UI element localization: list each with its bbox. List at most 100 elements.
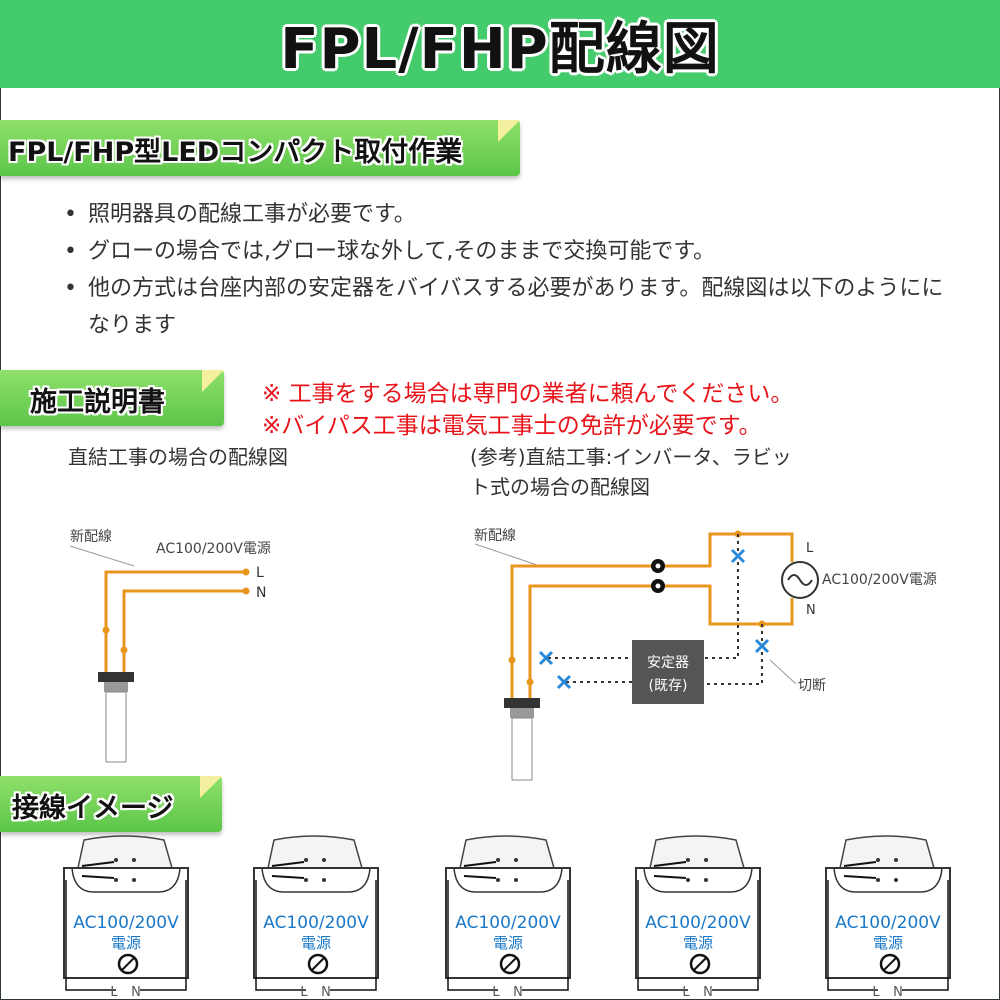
fixture-label-l: L [300, 985, 308, 1000]
cut-mark-icon [730, 548, 746, 564]
label-power: AC100/200V電源 [822, 572, 937, 588]
junction-dot [120, 646, 128, 654]
ballast-label: 安定器 [647, 655, 689, 671]
internal-wire [271, 861, 305, 879]
section-tag-manual: 施工説明書 [0, 370, 224, 426]
socket-housing [839, 835, 935, 869]
tag-curl [202, 370, 224, 392]
tag-curl [498, 120, 520, 142]
wire-to-source-n [658, 584, 794, 626]
warning-text: ※ 工事をする場合は専門の業者に頼んでください。 [262, 381, 794, 407]
connector-center [655, 583, 661, 589]
socket-pin [686, 858, 690, 862]
socket-pin [704, 858, 708, 862]
lamp-tube [511, 717, 533, 781]
socket-pin [496, 858, 500, 862]
fixture-power-label: AC100/200V [263, 913, 369, 933]
internal-wire [653, 861, 687, 879]
fixture-label-l: L [492, 985, 500, 1000]
old-wire-dotted [700, 534, 739, 659]
tag-curl [200, 776, 222, 798]
lamp-tube [105, 691, 127, 763]
socket-pin [894, 878, 898, 882]
fixture-power-label: AC100/200V [455, 913, 561, 933]
cut-mark-icon [754, 638, 770, 654]
label-l: L [256, 565, 264, 581]
socket-pin [304, 878, 308, 882]
diagram-inverter: 新配線 L N AC100/200V電源 安定器 (既存) [474, 528, 937, 781]
lamp-base [98, 672, 134, 682]
terminal-slot [121, 957, 135, 971]
label-new-wire: 新配線 [474, 528, 516, 544]
fixture-label-n: N [893, 985, 903, 1000]
terminal-slot [311, 957, 325, 971]
sine-wave-icon [787, 574, 813, 586]
supply-wire [637, 880, 759, 991]
fixture-power-label: 電源 [873, 934, 903, 952]
label-cut: 切断 [798, 678, 826, 694]
socket-housing [459, 835, 555, 869]
fixture-power-label: AC100/200V [835, 913, 941, 933]
socket-outline [643, 867, 753, 893]
fixture-label-n: N [513, 985, 523, 1000]
caption-inverter-line1: (参考)直結工事:インバータ、ラビッ [470, 445, 792, 469]
socket-pin [132, 878, 136, 882]
fixture-label-l: L [872, 985, 880, 1000]
fixture-power-label: AC100/200V [645, 913, 751, 933]
socket-pin [876, 858, 880, 862]
socket-pin [514, 878, 518, 882]
cut-marks [538, 548, 770, 690]
fixture-power-label: 電源 [111, 934, 141, 952]
junction-dot [102, 626, 110, 634]
terminal-slot [503, 957, 517, 971]
internal-wire [463, 861, 497, 879]
internal-wire [843, 861, 877, 879]
socket-pin [894, 858, 898, 862]
fixture-power-label: 電源 [683, 934, 713, 952]
socket-pin [114, 878, 118, 882]
page-title: FPL/FHP配線図 [280, 17, 720, 82]
ballast-label-existing: (既存) [649, 678, 688, 694]
list-item: 照明器具の配線工事が必要です。 [64, 196, 964, 233]
socket-housing [267, 835, 363, 869]
supply-wire [827, 880, 949, 991]
section-tag-label: 施工説明書 [30, 387, 165, 418]
fixture-label-n: N [131, 985, 141, 1000]
leader-line [69, 545, 135, 567]
fixture-power-label: AC100/200V [73, 913, 179, 933]
section-tag-label: FPL/FHP型LEDコンパクト取付作業 [8, 137, 463, 168]
fixture-label-l: L [682, 985, 690, 1000]
caption-inverter-line2: ト式の場合の配線図 [470, 475, 650, 499]
socket-pin [496, 878, 500, 882]
lamp-base [504, 698, 540, 708]
label-l: L [806, 541, 814, 556]
label-new-wire: 新配線 [70, 529, 112, 545]
diagram-direct: 新配線 AC100/200V電源 L N [69, 529, 271, 763]
lamp-neck [104, 682, 128, 692]
leader-line [474, 543, 541, 567]
list-item: 他の方式は台座内部の安定器をバイバスする必要があります。配線図は以下のようににな… [64, 270, 964, 344]
lamp-neck [510, 708, 534, 718]
leader-line [769, 659, 797, 685]
socket-pin [304, 858, 308, 862]
connector-center [655, 563, 661, 569]
socket-housing [649, 835, 745, 869]
label-n: N [806, 603, 816, 618]
socket-pin [322, 858, 326, 862]
fixture-label-n: N [321, 985, 331, 1000]
socket-pin [132, 858, 136, 862]
socket-pin [686, 878, 690, 882]
supply-wire [447, 880, 569, 991]
warning-text: ※バイパス工事は電気工事士の免許が必要です。 [262, 413, 762, 439]
section-tag-installation: FPL/FHP型LEDコンパクト取付作業 [0, 120, 520, 176]
socket-pin [322, 878, 326, 882]
cut-mark-icon [556, 674, 572, 690]
list-item: グローの場合では,グロー球な外して,そのままで交換可能です。 [64, 233, 964, 270]
socket-outline [71, 867, 181, 893]
caption-direct-wiring: 直結工事の場合の配線図 [68, 445, 288, 469]
